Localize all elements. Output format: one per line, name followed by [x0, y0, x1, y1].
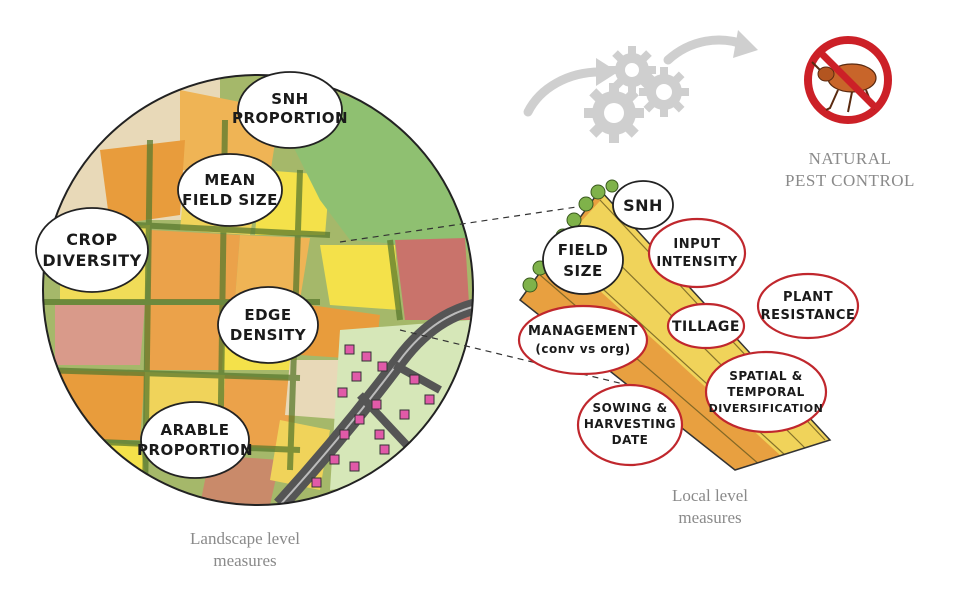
local-caption-line2: measures [678, 508, 742, 527]
bubble-plant-resistance: PLANT RESISTANCE [756, 272, 860, 340]
bubble-crop-diversity: CROP DIVERSITY [35, 207, 149, 293]
bubble-text: DATE [612, 433, 649, 447]
bubble-text: CROP [66, 230, 117, 249]
landscape-caption-line1: Landscape level [190, 529, 300, 548]
pest-label-line2: PEST CONTROL [785, 171, 915, 190]
bubble-snh: SNH [612, 180, 674, 230]
landscape-caption: Landscape level measures [160, 528, 330, 572]
bubble-text: DIVERSITY [42, 251, 141, 270]
landscape-caption-line2: measures [213, 551, 277, 570]
bubble-text: PLANT [783, 290, 833, 305]
bubble-text: INTENSITY [656, 255, 737, 270]
bubble-input-intensity: INPUT INTENSITY [647, 217, 747, 289]
bubble-text: EDGE [244, 306, 291, 324]
arrowheads [596, 30, 758, 86]
pest-label-line1: NATURAL [808, 149, 892, 168]
bubble-text: SNH [271, 90, 308, 108]
bubble-text: SIZE [563, 262, 603, 280]
gears-icon [584, 46, 689, 143]
bubble-text: SOWING & [592, 401, 667, 415]
bubble-text: DENSITY [230, 326, 307, 344]
no-pest-icon [804, 36, 892, 124]
natural-pest-control-label: NATURAL PEST CONTROL [780, 148, 920, 192]
bubble-text: FIELD SIZE [182, 191, 278, 209]
bubble-text: ARABLE [160, 421, 229, 439]
local-caption-line1: Local level [672, 486, 748, 505]
bubble-field-size: FIELD SIZE [542, 225, 624, 295]
bubble-tillage: TILLAGE [666, 302, 746, 350]
bubble-text: DIVERSIFICATION [709, 402, 824, 415]
bubble-text: RESISTANCE [761, 308, 856, 323]
bubble-text: PROPORTION [137, 441, 253, 459]
bubble-text: PROPORTION [232, 109, 348, 127]
bubble-edge-density: EDGE DENSITY [217, 286, 319, 364]
bubble-management: MANAGEMENT (conv vs org) [517, 304, 649, 376]
bubble-text: INPUT [673, 237, 720, 252]
bubble-text: HARVESTING [584, 417, 676, 431]
bubble-text: (conv vs org) [535, 342, 630, 356]
bubble-text: TILLAGE [672, 319, 740, 335]
bubble-arable-proportion: ARABLE PROPORTION [137, 401, 253, 479]
local-caption: Local level measures [645, 485, 775, 529]
bubble-text: SPATIAL & [729, 369, 802, 383]
bubble-text: MANAGEMENT [528, 324, 638, 339]
bubble-snh-proportion: SNH PROPORTION [232, 71, 348, 149]
bubble-mean-field-size: MEAN FIELD SIZE [177, 153, 283, 227]
bubble-text: FIELD [558, 241, 609, 259]
bubble-text: SNH [623, 196, 663, 215]
bubble-text: MEAN [204, 171, 255, 189]
bubble-sowing-harvesting: SOWING & HARVESTING DATE [576, 383, 684, 467]
zoom-line-top [339, 204, 591, 243]
bubble-spatial-temporal: SPATIAL & TEMPORAL DIVERSIFICATION [704, 350, 828, 434]
bubble-text: TEMPORAL [727, 385, 805, 399]
zoom-line-bottom [399, 329, 641, 389]
